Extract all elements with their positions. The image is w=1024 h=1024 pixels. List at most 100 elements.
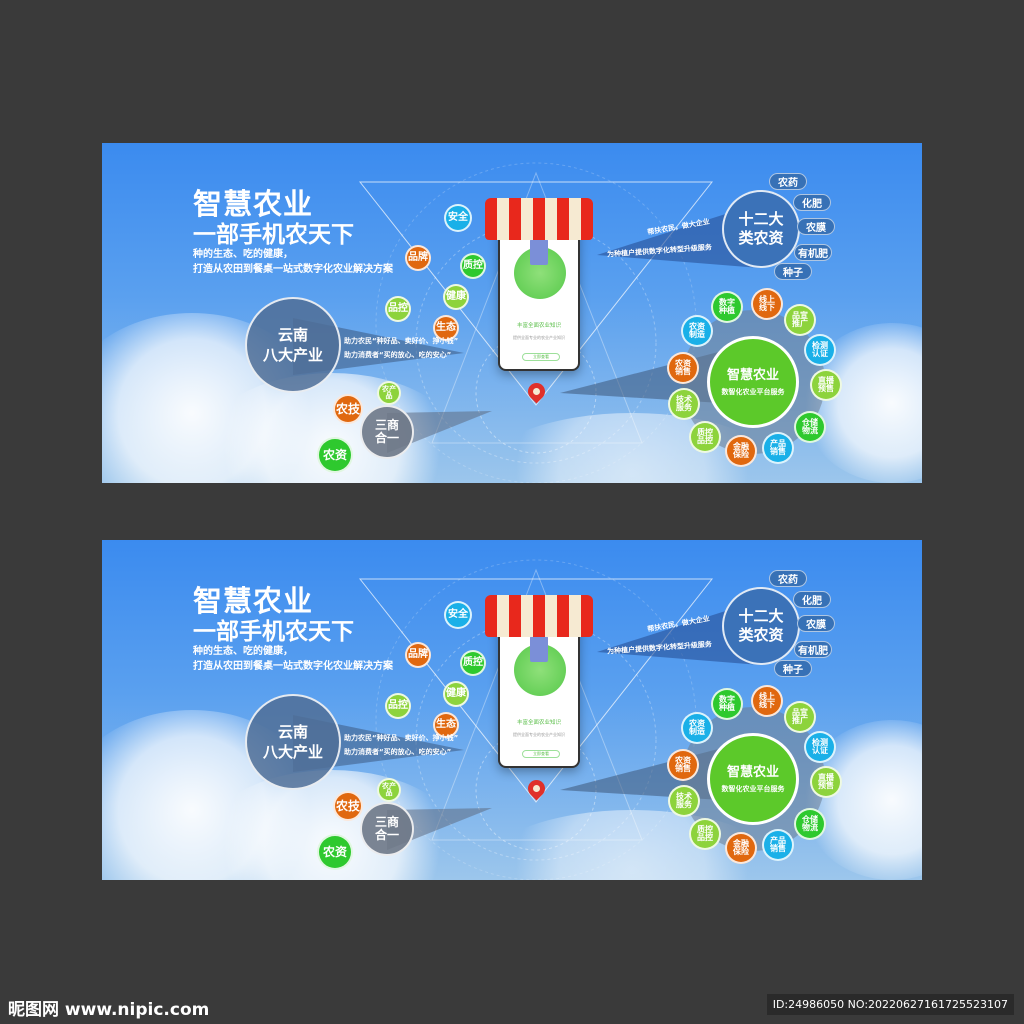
- pill-label: 化肥: [802, 199, 822, 210]
- service-2: 保险: [733, 450, 749, 459]
- service-circle: 检测认证: [804, 731, 836, 763]
- phone-button[interactable]: 立即查看: [522, 750, 560, 758]
- tag-circle: 品牌: [405, 245, 431, 271]
- service-circle: 农资销售: [667, 749, 699, 781]
- service-1: 数字: [719, 297, 735, 307]
- tag-circle: 农技: [333, 791, 363, 821]
- input-pill: 农膜: [797, 218, 835, 235]
- book-icon: [530, 636, 548, 662]
- tag-label: 健康: [446, 290, 466, 302]
- shop-awning: [485, 595, 593, 637]
- tag-circle: 质控: [460, 650, 486, 676]
- service-1: 数字: [719, 694, 735, 704]
- service-1: 线上: [759, 691, 775, 701]
- sanshang-1: 三商: [374, 815, 399, 830]
- tagline: 种的生态、吃的健康， 打造从农田到餐桌一站式数字化农业解决方案: [193, 247, 393, 277]
- tag-label: 品牌: [408, 648, 428, 660]
- service-circle: 农资销售: [667, 352, 699, 384]
- service-1: 检测: [812, 737, 828, 747]
- service-1: 农资: [675, 358, 691, 368]
- input-pill: 有机肥: [794, 641, 832, 658]
- banner-2: 智慧农业 一部手机农天下 种的生态、吃的健康，打造从农田到餐桌一站式数字化农业解…: [102, 540, 922, 880]
- subheadline: 一部手机农天下: [193, 222, 354, 248]
- sanshang-2: 合一: [374, 828, 399, 842]
- phone-button[interactable]: 立即查看: [522, 353, 560, 361]
- tagline-1: 种的生态、吃的健康，: [193, 646, 293, 657]
- tag-circle: 品控: [385, 296, 411, 322]
- tag-label: 生态: [436, 718, 456, 730]
- tag-circle: 农产品: [377, 778, 401, 802]
- service-circle: 技术服务: [668, 785, 700, 817]
- service-2: 服务: [676, 800, 692, 809]
- input-pill: 化肥: [793, 591, 831, 608]
- service-1: 线上: [759, 294, 775, 304]
- input-pill: 种子: [774, 660, 812, 677]
- service-circle: 线上线下: [751, 685, 783, 717]
- yunnan-text-1: 助力农民“种好品、卖好价、挣小钱”: [344, 337, 459, 345]
- pill-label: 有机肥: [798, 646, 828, 657]
- tagline-1: 种的生态、吃的健康，: [193, 249, 293, 260]
- service-1: 金融: [733, 838, 749, 848]
- tag-label: 农产品: [382, 384, 396, 400]
- service-1: 仓储: [802, 417, 818, 427]
- service-2: 种植: [719, 306, 735, 315]
- service-1: 农资: [675, 755, 691, 765]
- tag-label: 农技: [335, 798, 360, 813]
- subheadline: 一部手机农天下: [193, 619, 354, 645]
- service-2: 预售: [818, 781, 834, 790]
- yunnan-text-2: 助力消费者“买的放心、吃的安心”: [344, 748, 452, 756]
- phone-mockup: 丰富全面农业知识 提供全面专业的农业产业知识 立即查看: [498, 612, 580, 768]
- twelve-1: 十二大: [738, 209, 784, 228]
- tag-circle: 生态: [433, 712, 459, 738]
- tag-circle: 品牌: [405, 642, 431, 668]
- yunnan-title-1: 云南: [277, 722, 308, 741]
- tag-circle: 农资: [317, 834, 353, 870]
- service-2: 制造: [689, 330, 705, 339]
- service-2: 服务: [676, 403, 692, 412]
- service-circle: 产品销售: [762, 829, 794, 861]
- tag-label: 品牌: [408, 251, 428, 263]
- site-logo: 昵图网 www.nipic.com: [8, 1000, 210, 1020]
- service-1: 产品: [770, 438, 786, 448]
- service-circle: 线上线下: [751, 288, 783, 320]
- yunnan-circle: 云南八大产业: [245, 297, 341, 393]
- phone-desc: 提供全面专业的农业产业知识: [513, 732, 565, 737]
- service-1: 直播: [818, 772, 834, 782]
- pill-label: 农药: [778, 575, 798, 586]
- yunnan-circle: 云南八大产业: [245, 694, 341, 790]
- pill-label: 化肥: [802, 596, 822, 607]
- service-2: 物流: [802, 823, 818, 832]
- yunnan-title-2: 八大产业: [262, 743, 323, 761]
- service-2: 销售: [770, 844, 786, 853]
- tag-label: 农资: [322, 447, 347, 462]
- platform-title: 智慧农业: [726, 368, 779, 383]
- sanshang-1: 三商: [374, 418, 399, 433]
- service-circle: 技术服务: [668, 388, 700, 420]
- twelve-1: 十二大: [738, 606, 784, 625]
- tag-label: 安全: [448, 211, 468, 223]
- service-2: 认证: [812, 746, 828, 755]
- tag-label: 农产品: [382, 781, 396, 797]
- tag-circle: 安全: [444, 204, 472, 232]
- pill-label: 农膜: [806, 620, 826, 631]
- tag-label: 农资: [322, 844, 347, 859]
- service-circle: 农资制造: [681, 315, 713, 347]
- service-2: 推广: [792, 319, 808, 328]
- service-circle: 直播预售: [810, 369, 842, 401]
- pill-label: 种子: [783, 665, 803, 676]
- tag-label: 农技: [335, 401, 360, 416]
- tag-circle: 农产品: [377, 381, 401, 405]
- service-circle: 仓储物流: [794, 411, 826, 443]
- tag-circle: 品控: [385, 693, 411, 719]
- tag-circle: 健康: [443, 681, 469, 707]
- tagline: 种的生态、吃的健康，打造从农田到餐桌一站式数字化农业解决方案: [193, 644, 393, 674]
- service-circle: 仓储物流: [794, 808, 826, 840]
- service-1: 产品: [770, 835, 786, 845]
- tag-circle: 农技: [333, 394, 363, 424]
- cone: [387, 411, 492, 453]
- service-circle: 品宣推广: [784, 701, 816, 733]
- tagline-2: 打造从农田到餐桌一站式数字化农业解决方案: [193, 264, 393, 275]
- service-circle: 金融保险: [725, 435, 757, 467]
- service-2: 销售: [675, 764, 691, 773]
- tag-label: 生态: [436, 321, 456, 333]
